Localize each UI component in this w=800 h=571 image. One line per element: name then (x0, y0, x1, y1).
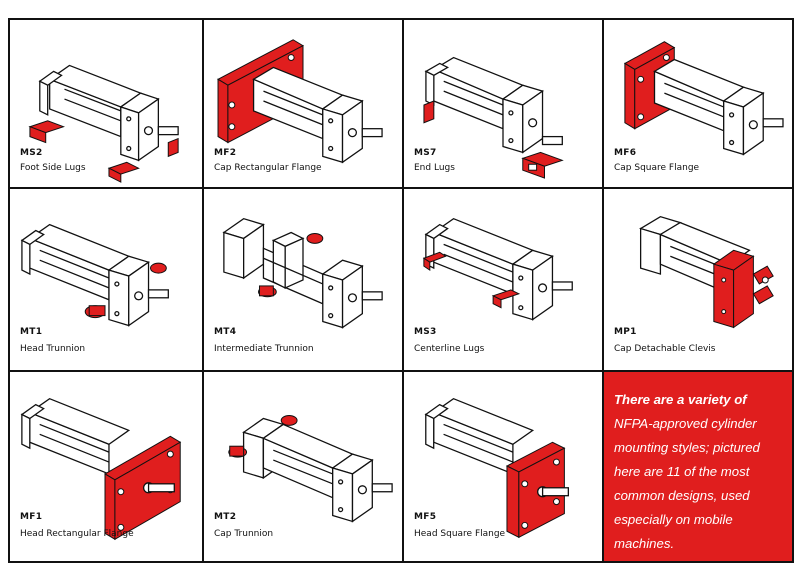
cell-mf5: MF5 Head Square Flange (404, 372, 604, 561)
cell-mf2: MF2 Cap Rectangular Flange (204, 20, 404, 189)
mounting-styles-panel: MS2 Foot Side Lugs (8, 18, 794, 563)
mounting-code: MF5 (414, 512, 437, 522)
mounting-label: Intermediate Trunnion (214, 344, 314, 354)
info-note: There are a variety of NFPA-approved cyl… (604, 372, 792, 561)
mounting-code: MS3 (414, 327, 437, 337)
note-body: NFPA-approved cylinder mounting styles; … (614, 416, 760, 551)
mounting-label: Head Rectangular Flange (20, 529, 134, 539)
mounting-code: MS2 (20, 148, 43, 158)
cylinder-foot-side-lugs-illustration (28, 64, 179, 183)
mounting-label: Head Square Flange (414, 529, 506, 539)
mounting-label: Cap Trunnion (214, 529, 274, 539)
cell-mt2: MT2 Cap Trunnion (204, 372, 404, 561)
cylinder-head-trunnion-illustration (20, 223, 169, 327)
mounting-label: Cap Rectangular Flange (214, 163, 322, 173)
mounting-label: Centerline Lugs (414, 344, 485, 354)
cylinder-cap-square-flange-illustration (623, 41, 784, 156)
cell-ms2: MS2 Foot Side Lugs (10, 20, 204, 189)
mounting-code: MT1 (20, 327, 43, 337)
mounting-label: Cap Square Flange (614, 163, 700, 173)
mounting-code: MF6 (614, 148, 637, 158)
cell-mt1: MT1 Head Trunnion (10, 189, 204, 372)
cell-ms7: MS7 End Lugs (404, 20, 604, 189)
cylinder-cap-trunnion-illustration (228, 415, 393, 523)
mounting-label: End Lugs (414, 163, 455, 173)
mounting-code: MS7 (414, 148, 437, 158)
mounting-code: MP1 (614, 327, 637, 337)
mounting-label: Head Trunnion (20, 344, 86, 354)
cell-mf1: MF1 Head Rectangular Flange (10, 372, 204, 561)
cylinder-cap-detachable-clevis-illustration (639, 215, 774, 329)
cylinder-centerline-lugs-illustration (422, 217, 573, 321)
mounting-code: MT2 (214, 512, 237, 522)
mounting-label: Cap Detachable Clevis (614, 344, 716, 354)
cell-mf6: MF6 Cap Square Flange (604, 20, 792, 189)
note-lead: There are a variety of (614, 392, 747, 407)
mounting-label: Foot Side Lugs (20, 163, 86, 173)
mounting-code: MF2 (214, 148, 237, 158)
cylinder-intermediate-trunnion-illustration (222, 217, 383, 329)
cylinder-head-rectangular-flange-illustration (20, 397, 182, 541)
cylinder-end-lugs-illustration (423, 56, 564, 179)
mounting-code: MT4 (214, 327, 237, 337)
cell-ms3: MS3 Centerline Lugs (404, 189, 604, 372)
cylinder-head-square-flange-illustration (424, 397, 569, 539)
mounting-code: MF1 (20, 512, 43, 522)
cell-mp1: MP1 Cap Detachable Clevis (604, 189, 792, 372)
cylinder-cap-rectangular-flange-illustration (217, 39, 383, 164)
cell-mt4: MT4 Intermediate Trunnion (204, 189, 404, 372)
